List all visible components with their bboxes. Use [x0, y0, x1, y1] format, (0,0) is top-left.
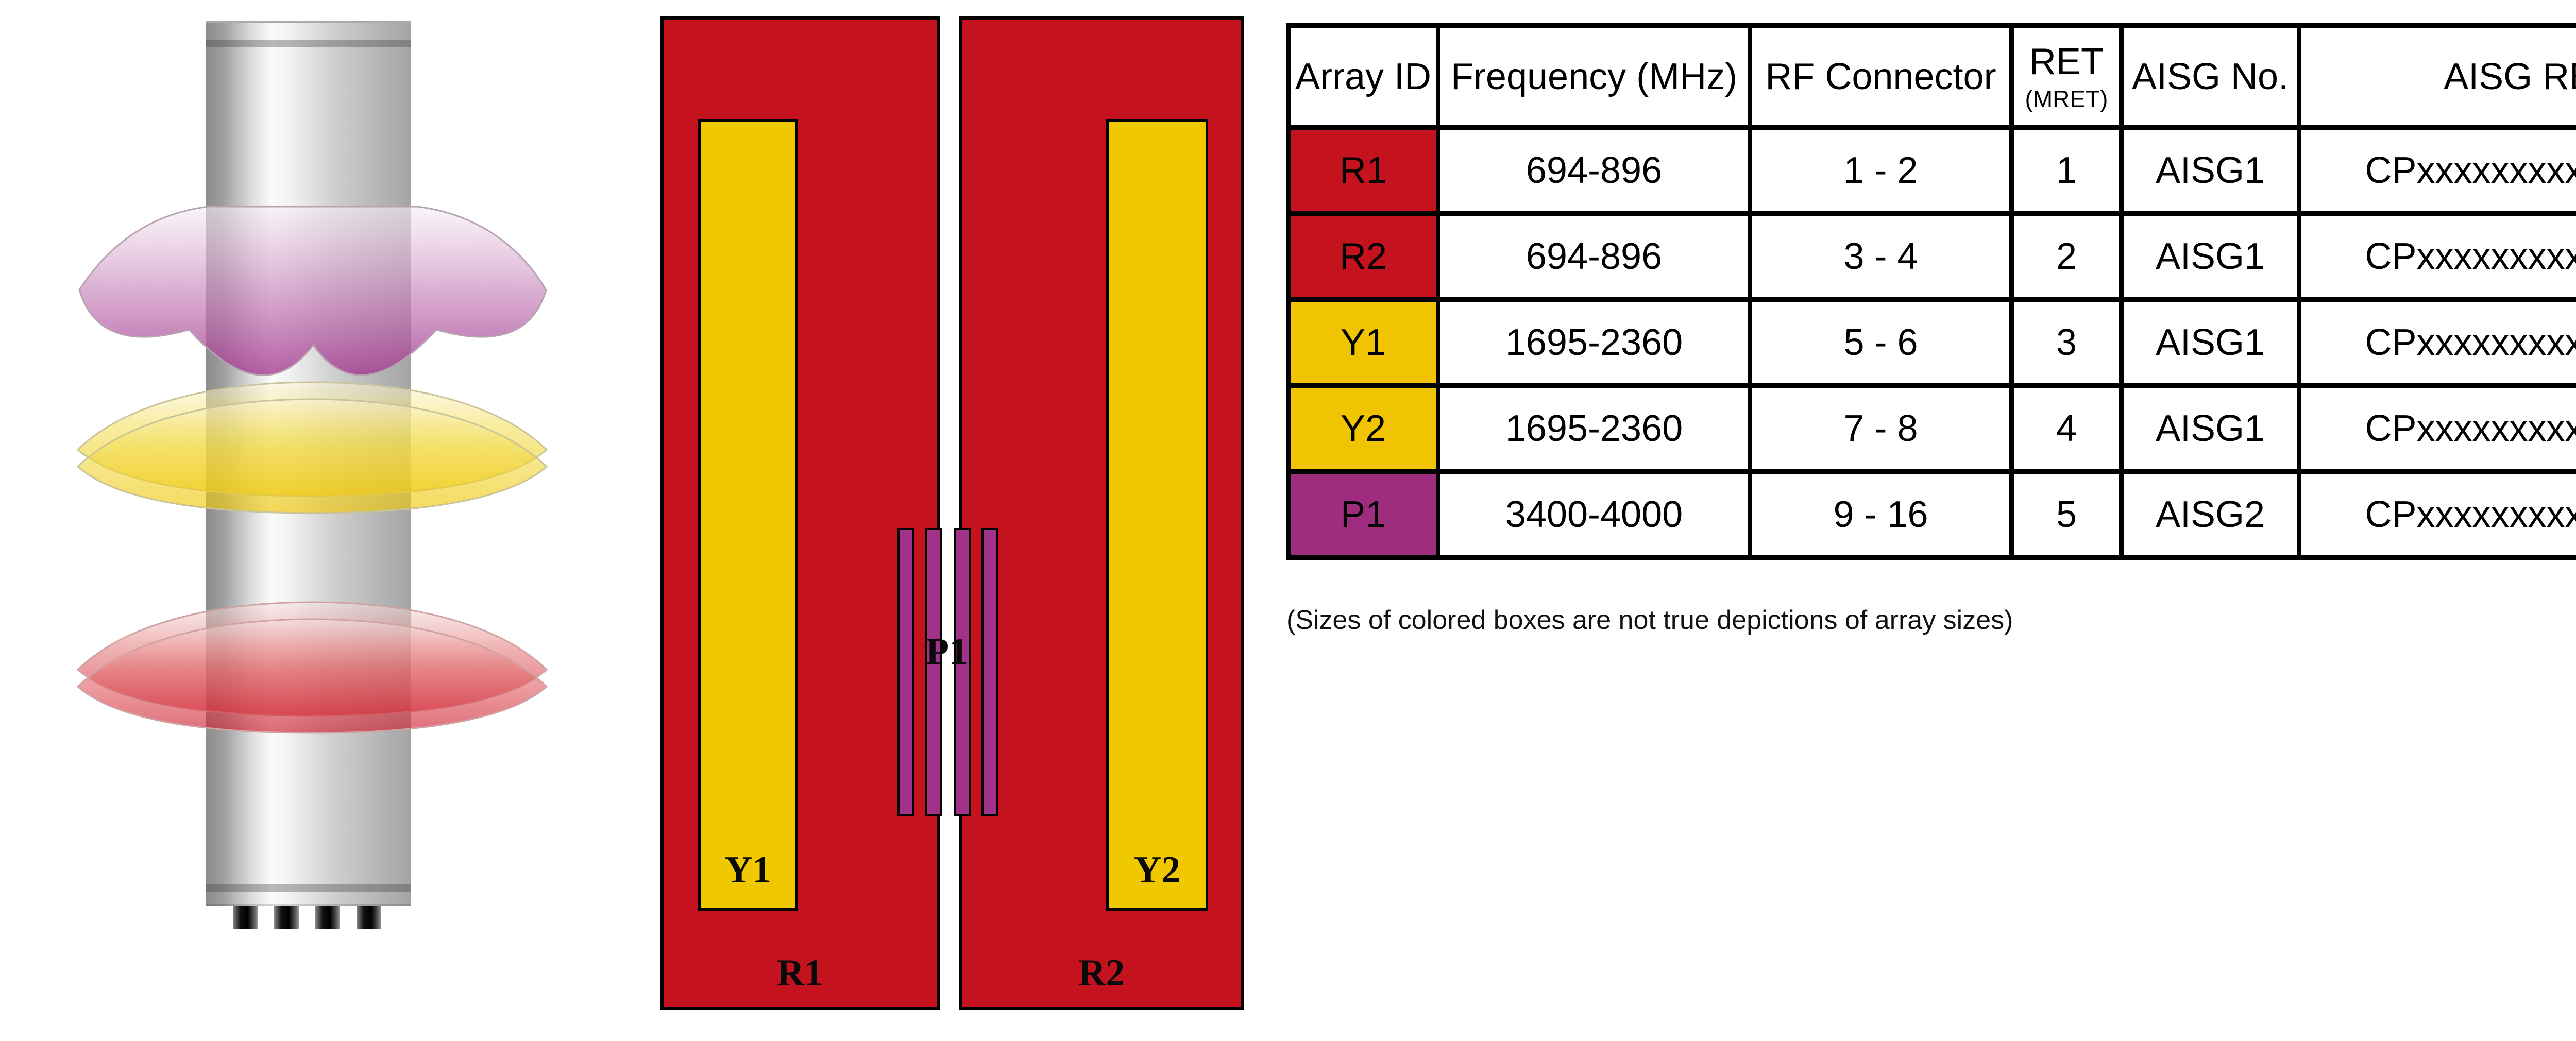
cell-aisg-ret-uid: CPxxxxxxxxxxxxxxMM.4: [2299, 386, 2576, 472]
rf-port-stub-3: [315, 906, 340, 929]
cell-array-id: R2: [1289, 214, 1438, 300]
cell-frequency: 1695-2360: [1438, 300, 1750, 386]
cell-array-id: Y2: [1289, 386, 1438, 472]
array-label-r1: R1: [749, 954, 852, 992]
table-row: Y1 1695-2360 5 - 6 3 AISG1 CPxxxxxxxxxxx…: [1289, 300, 2576, 386]
array-label-y1: Y1: [697, 851, 800, 889]
array-strip-p1-1: [897, 528, 914, 816]
cylinder-top-rim: [206, 40, 411, 47]
col-header-frequency: Frequency (MHz): [1438, 26, 1750, 128]
cell-frequency: 694-896: [1438, 128, 1750, 214]
array-box-y1: [698, 119, 798, 911]
cell-aisg-no: AISG1: [2122, 128, 2299, 214]
cell-aisg-ret-uid: CPxxxxxxxxxxxxxxMM.3: [2299, 300, 2576, 386]
col-header-array-id: Array ID: [1289, 26, 1438, 128]
cell-rf-connector: 1 - 2: [1750, 128, 2012, 214]
array-box-y2: [1106, 119, 1208, 911]
col-header-ret: RET (MRET): [2012, 26, 2122, 128]
array-label-r2: R2: [1050, 954, 1153, 992]
cell-rf-connector: 7 - 8: [1750, 386, 2012, 472]
cell-ret: 2: [2012, 214, 2122, 300]
col-header-rf-connector: RF Connector: [1750, 26, 2012, 128]
cell-aisg-ret-uid: CPxxxxxxxxxxxxxxMM.2: [2299, 214, 2576, 300]
table-row: P1 3400-4000 9 - 16 5 AISG2 CPxxxxxxxxxx…: [1289, 472, 2576, 558]
cell-aisg-no: AISG1: [2122, 300, 2299, 386]
rf-port-stub-1: [233, 906, 258, 929]
cell-frequency: 3400-4000: [1438, 472, 1750, 558]
cell-array-id: R1: [1289, 128, 1438, 214]
table-row: R2 694-896 3 - 4 2 AISG1 CPxxxxxxxxxxxxx…: [1289, 214, 2576, 300]
col-header-aisg-no: AISG No.: [2122, 26, 2299, 128]
cylinder-bottom-rim: [206, 884, 411, 892]
array-label-p1: P1: [895, 633, 998, 671]
cell-frequency: 694-896: [1438, 214, 1750, 300]
col-header-aisg-ret-uid: AISG RET UID: [2299, 26, 2576, 128]
cell-aisg-no: AISG1: [2122, 386, 2299, 472]
cell-aisg-ret-uid: CPxxxxxxxxxxxxxxMM.1: [2299, 472, 2576, 558]
cell-ret: 1: [2012, 128, 2122, 214]
cell-array-id: P1: [1289, 472, 1438, 558]
rf-port-stub-4: [357, 906, 381, 929]
antenna-illustration: [0, 0, 623, 1038]
cell-aisg-no: AISG1: [2122, 214, 2299, 300]
col-header-ret-sub: (MRET): [2014, 85, 2119, 113]
cell-ret: 3: [2012, 300, 2122, 386]
table-row: R1 694-896 1 - 2 1 AISG1 CPxxxxxxxxxxxxx…: [1289, 128, 2576, 214]
port-mapping-table: Array ID Frequency (MHz) RF Connector RE…: [1286, 23, 2576, 560]
cell-array-id: Y1: [1289, 300, 1438, 386]
disclaimer-note: (Sizes of colored boxes are not true dep…: [1286, 605, 2013, 636]
cell-ret: 4: [2012, 386, 2122, 472]
cylinder-bottom-edge: [206, 904, 411, 906]
array-label-y2: Y2: [1106, 851, 1209, 889]
cell-frequency: 1695-2360: [1438, 386, 1750, 472]
antenna-svg: [0, 0, 623, 1038]
cell-aisg-ret-uid: CPxxxxxxxxxxxxxxMM.1: [2299, 128, 2576, 214]
array-strip-p1-4: [981, 528, 998, 816]
cell-rf-connector: 3 - 4: [1750, 214, 2012, 300]
cell-ret: 5: [2012, 472, 2122, 558]
col-header-ret-main: RET: [2014, 41, 2119, 83]
cell-rf-connector: 5 - 6: [1750, 300, 2012, 386]
cell-rf-connector: 9 - 16: [1750, 472, 2012, 558]
table-row: Y2 1695-2360 7 - 8 4 AISG1 CPxxxxxxxxxxx…: [1289, 386, 2576, 472]
cylinder-top-edge: [206, 21, 411, 23]
cell-aisg-no: AISG2: [2122, 472, 2299, 558]
table-header-row: Array ID Frequency (MHz) RF Connector RE…: [1289, 26, 2576, 128]
rf-port-stub-2: [274, 906, 299, 929]
